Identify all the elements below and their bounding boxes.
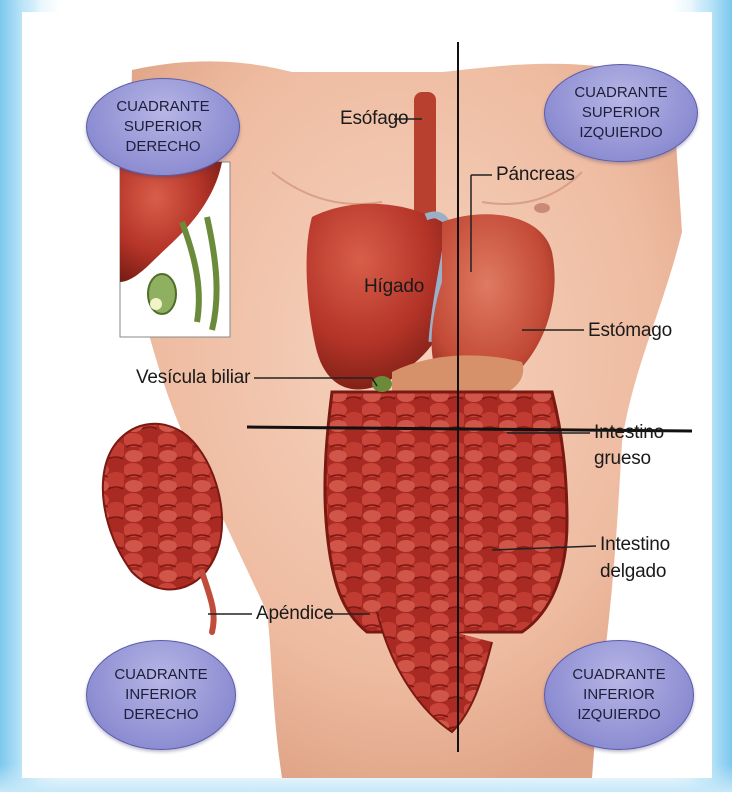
bubble-text-superior-izquierdo: CUADRANTE SUPERIOR IZQUIERDO bbox=[574, 83, 667, 143]
bubble-cuadrante-superior-izquierdo: CUADRANTE SUPERIOR IZQUIERDO bbox=[544, 64, 698, 162]
label-esofago: Esófago bbox=[340, 108, 408, 130]
bubble-text-inferior-derecho: CUADRANTE INFERIOR DERECHO bbox=[114, 665, 207, 725]
label-intestino-grueso-line2: grueso bbox=[594, 448, 651, 470]
bubble-text-inferior-izquierdo: CUADRANTE INFERIOR IZQUIERDO bbox=[572, 665, 665, 725]
abdominal-quadrants-figure: Esófago Páncreas Hígado Estómago Vesícul… bbox=[22, 12, 712, 778]
label-apendice: Apéndice bbox=[256, 603, 334, 625]
bubble-text-superior-derecho: CUADRANTE SUPERIOR DERECHO bbox=[116, 97, 209, 157]
label-vesicula-biliar: Vesícula biliar bbox=[136, 367, 250, 389]
label-estomago: Estómago bbox=[588, 320, 672, 342]
label-pancreas: Páncreas bbox=[496, 164, 575, 186]
label-higado: Hígado bbox=[364, 276, 424, 298]
bubble-cuadrante-inferior-izquierdo: CUADRANTE INFERIOR IZQUIERDO bbox=[544, 640, 694, 750]
bubble-cuadrante-inferior-derecho: CUADRANTE INFERIOR DERECHO bbox=[86, 640, 236, 750]
label-intestino-delgado-line1: Intestino bbox=[600, 534, 670, 556]
label-intestino-grueso-line1: Intestino bbox=[594, 422, 664, 444]
label-intestino-delgado-line2: delgado bbox=[600, 561, 666, 583]
small-intestine bbox=[350, 421, 547, 633]
bubble-cuadrante-superior-derecho: CUADRANTE SUPERIOR DERECHO bbox=[86, 78, 240, 176]
